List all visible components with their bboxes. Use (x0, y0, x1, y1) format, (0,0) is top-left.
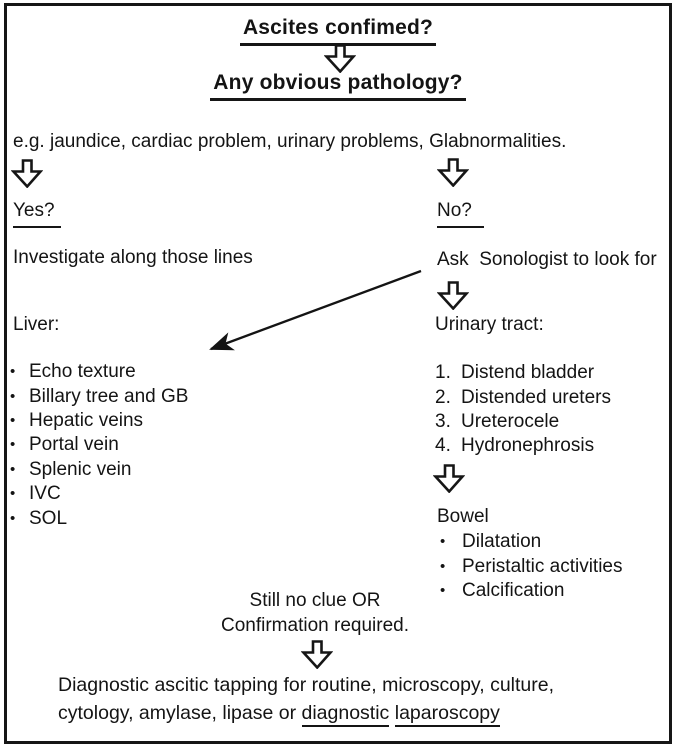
list-item: 4. Hydronephrosis (435, 434, 611, 458)
yes-label-text: Yes? (13, 200, 61, 228)
list-item-label: Billary tree and GB (29, 385, 189, 407)
conclusion-line2-prefix: cytology, amylase, lipase or (58, 701, 302, 724)
list-item: 3. Ureterocele (435, 410, 611, 434)
conclusion-line1: Diagnostic ascitic tapping for routine, … (58, 674, 555, 696)
no-branch-label: No? (437, 200, 484, 228)
list-item-number: 4. (435, 435, 451, 457)
bullet-icon: • (440, 557, 446, 575)
list-item: • IVC (10, 482, 188, 506)
urinary-tract-list: 1. Distend bladder 2. Distended ureters … (435, 361, 611, 459)
bullet-icon: • (440, 533, 446, 551)
list-item: • SOL (10, 506, 188, 530)
bowel-findings-list: • Dilatation • Peristaltic activities • … (440, 530, 623, 603)
underlined-diagnostic: diagnostic (301, 701, 390, 727)
no-action-text: Ask Sonologist to look for (437, 249, 657, 270)
list-item-label: Distend bladder (461, 362, 595, 384)
decision-line1: Still no clue OR (249, 590, 381, 611)
flowchart-border-frame (4, 3, 672, 744)
list-item: • Billary tree and GB (10, 384, 188, 408)
conclusion-line2: cytology, amylase, lipase or diagnostic … (58, 700, 554, 728)
bullet-icon: • (10, 436, 16, 454)
down-arrow-icon (433, 464, 465, 493)
down-arrow-icon (301, 640, 333, 669)
subtitle-row: Any obvious pathology? (0, 71, 676, 101)
list-item-label: SOL (29, 507, 68, 529)
list-item: • Dilatation (440, 530, 623, 554)
list-item-number: 3. (435, 410, 451, 432)
bullet-icon: • (10, 387, 16, 405)
bullet-icon: • (10, 411, 16, 429)
list-item: • Echo texture (10, 360, 188, 384)
bullet-icon: • (10, 509, 16, 527)
down-arrow-icon (11, 159, 43, 188)
list-item: • Peristaltic activities (440, 554, 623, 578)
yes-branch-label: Yes? (13, 200, 61, 228)
list-item-label: IVC (29, 483, 61, 505)
down-arrow-icon (437, 158, 469, 187)
conclusion-text: Diagnostic ascitic tapping for routine, … (58, 672, 554, 727)
page-title: Ascites confimed? (239, 16, 437, 46)
list-item-label: Splenic vein (29, 458, 132, 480)
list-item-label: Distended ureters (461, 386, 611, 408)
list-item-number: 1. (435, 362, 451, 384)
page-subtitle: Any obvious pathology? (210, 71, 466, 101)
down-arrow-icon (324, 44, 356, 73)
bowel-section-title: Bowel (437, 506, 489, 527)
underlined-laparoscopy: laparoscopy (394, 701, 500, 727)
list-item: 2. Distended ureters (435, 385, 611, 409)
list-item-label: Hydronephrosis (461, 435, 595, 457)
list-item-label: Peristaltic activities (462, 555, 623, 577)
decision-line2: Confirmation required. (221, 615, 409, 636)
list-item-label: Echo texture (29, 361, 136, 383)
liver-findings-list: • Echo texture • Billary tree and GB • H… (10, 360, 188, 531)
yes-action-text: Investigate along those lines (13, 247, 253, 268)
list-item: • Splenic vein (10, 458, 188, 482)
bullet-icon: • (10, 363, 16, 381)
list-item: 1. Distend bladder (435, 361, 611, 385)
decision-text: Still no clue OR Confirmation required. (180, 588, 450, 638)
no-label-text: No? (437, 200, 484, 228)
list-item-label: Ureterocele (461, 410, 560, 432)
list-item-label: Dilatation (462, 531, 542, 553)
liver-section-title: Liver: (13, 314, 60, 335)
list-item: • Hepatic veins (10, 409, 188, 433)
urinary-section-title: Urinary tract: (435, 314, 544, 335)
bullet-icon: • (10, 485, 16, 503)
list-item: • Calcification (440, 579, 623, 603)
title-row: Ascites confimed? (0, 16, 676, 46)
list-item-label: Portal vein (29, 434, 119, 456)
list-item: • Portal vein (10, 433, 188, 457)
diagonal-arrow-icon (209, 269, 422, 351)
list-item-label: Calcification (462, 579, 565, 601)
bullet-icon: • (10, 460, 16, 478)
list-item-label: Hepatic veins (29, 409, 144, 431)
bullet-icon: • (440, 581, 446, 599)
list-item-number: 2. (435, 386, 451, 408)
down-arrow-icon (437, 281, 469, 310)
examples-text: e.g. jaundice, cardiac problem, urinary … (13, 131, 567, 152)
